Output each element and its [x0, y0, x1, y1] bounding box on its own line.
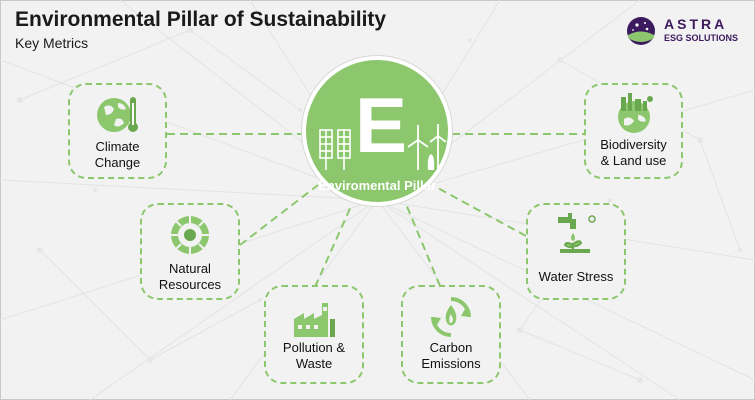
astra-logo: ASTRA ESG SOLUTIONS: [626, 14, 746, 50]
resources-wheel-icon: [171, 216, 209, 254]
node-biodiversity-label: Biodiversity & Land use: [586, 137, 681, 169]
node-climate-change-label: Climate Change: [70, 139, 165, 171]
node-pollution-waste[interactable]: Pollution & Waste: [264, 285, 364, 384]
city-globe-icon: [617, 93, 653, 133]
node-carbon-emissions[interactable]: Carbon Emissions: [401, 285, 501, 384]
node-biodiversity[interactable]: Biodiversity & Land use: [584, 83, 683, 179]
node-natural-resources-label: Natural Resources: [142, 261, 238, 293]
environmental-pillar-hub: E Enviromental Pillar: [302, 56, 452, 206]
link-pollution: [314, 203, 353, 288]
node-biodiversity-line1: Biodiversity: [600, 137, 667, 152]
hub-letter: E: [354, 81, 408, 169]
node-natural-resources-line1: Natural: [169, 261, 211, 276]
node-pollution-waste-line1: Pollution &: [282, 340, 346, 355]
solar-panel-icon: [319, 129, 351, 170]
node-water-stress-line1: Water Stress: [538, 269, 614, 284]
node-climate-change-line2: Change: [94, 155, 141, 170]
node-biodiversity-line2: & Land use: [600, 153, 667, 168]
link-water: [435, 186, 527, 237]
node-pollution-waste-line2: Waste: [295, 356, 333, 371]
hub-label: Enviromental Pillar: [318, 178, 436, 193]
node-carbon-emissions-label: Carbon Emissions: [403, 340, 499, 372]
node-water-stress-label: Water Stress: [528, 269, 624, 285]
wind-turbine-icon: [407, 124, 447, 170]
node-climate-change[interactable]: Climate Change: [68, 83, 167, 179]
node-carbon-emissions-line2: Emissions: [421, 356, 481, 371]
page-title: Environmental Pillar of Sustainability: [15, 8, 387, 31]
node-pollution-waste-label: Pollution & Waste: [266, 340, 362, 372]
link-resources: [239, 184, 319, 246]
logo-mark-icon: [627, 17, 655, 45]
logo-name: ASTRA: [664, 16, 728, 32]
node-natural-resources-line2: Resources: [158, 277, 222, 292]
tap-plant-icon: [558, 213, 596, 253]
node-natural-resources[interactable]: Natural Resources: [140, 203, 240, 300]
link-carbon: [405, 203, 441, 287]
node-carbon-emissions-line1: Carbon: [429, 340, 473, 355]
node-climate-change-line1: Climate: [95, 139, 140, 154]
logo-tagline: ESG SOLUTIONS: [664, 33, 739, 43]
globe-thermometer-icon: [96, 97, 138, 132]
node-water-stress[interactable]: Water Stress: [526, 203, 626, 300]
factory-recycle-icon: [294, 303, 335, 337]
page-subtitle: Key Metrics: [15, 35, 89, 51]
fire-cycle-icon: [431, 297, 471, 337]
